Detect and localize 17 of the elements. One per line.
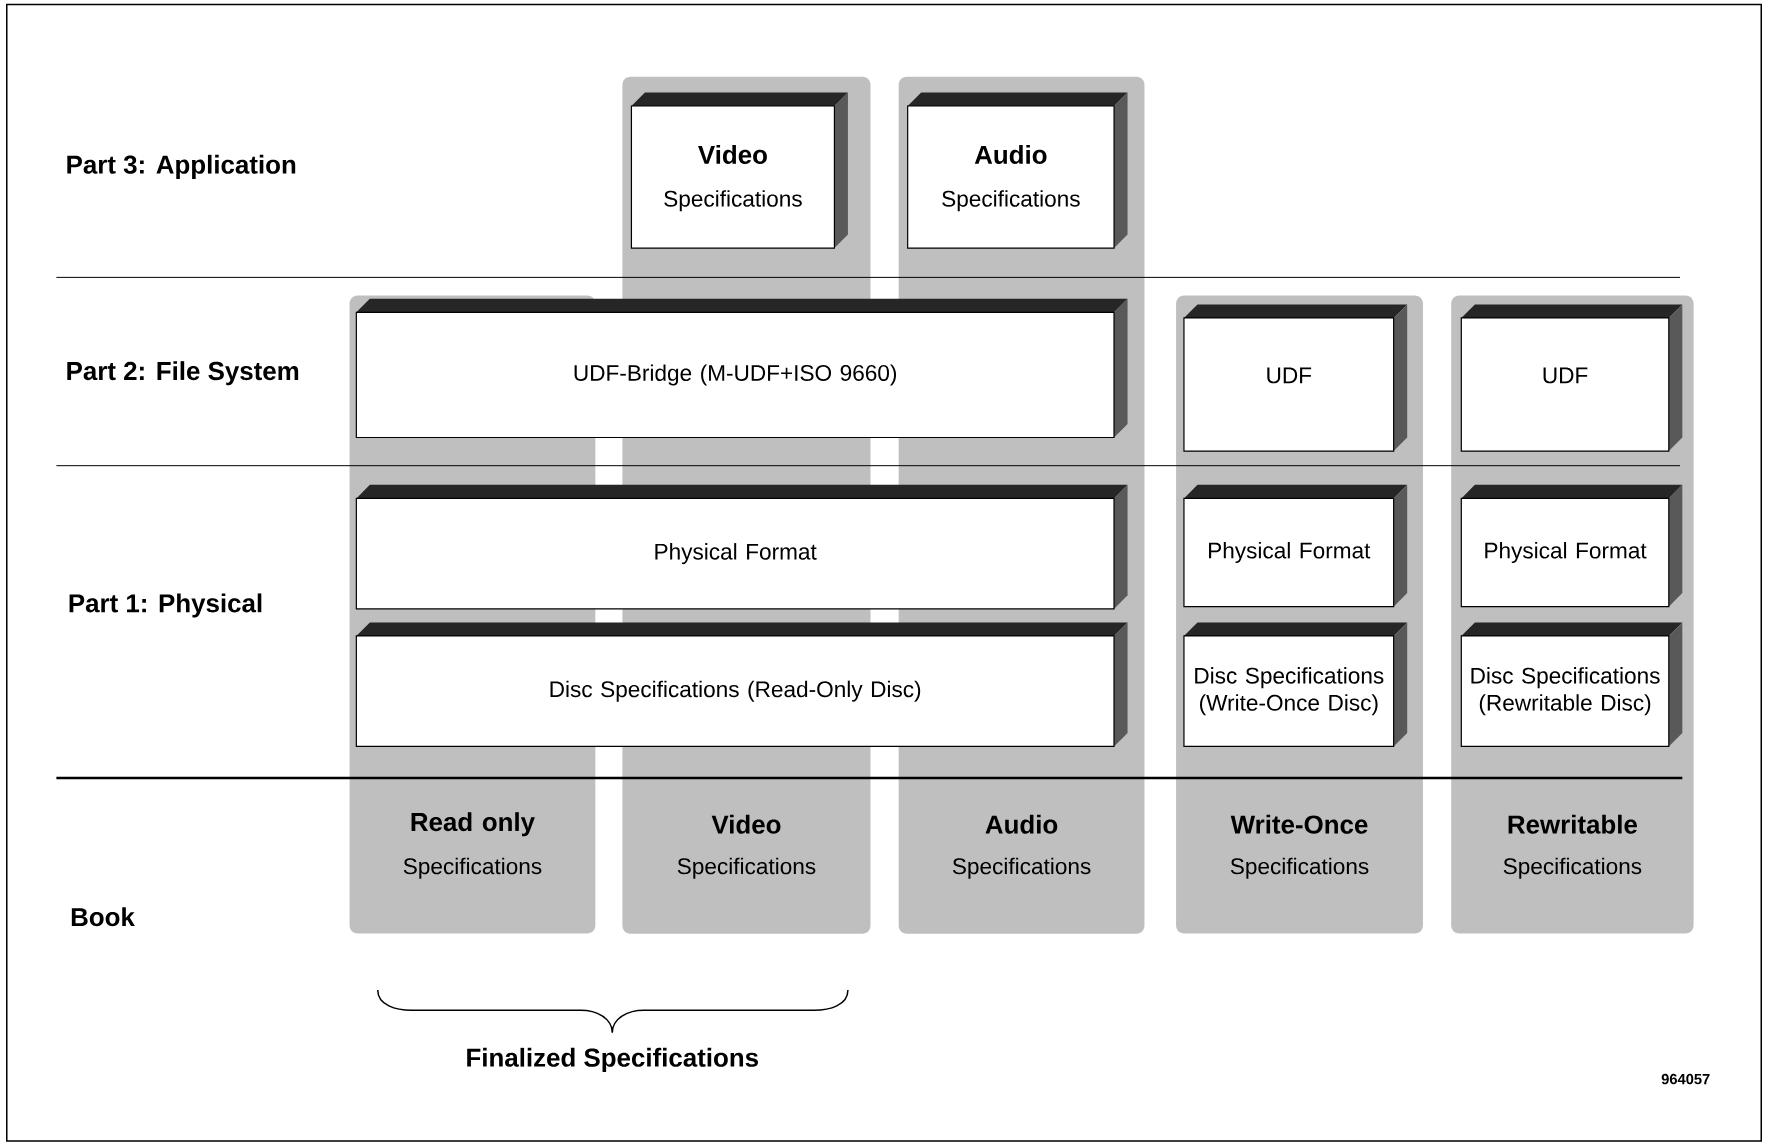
3d-box: UDF-Bridge (M-UDF+ISO 9660) <box>355 298 1128 438</box>
3d-box: Video Specifications <box>630 92 848 249</box>
3d-box: UDF <box>1460 304 1683 452</box>
3d-box: Physical Format <box>1183 484 1408 607</box>
3d-box: Physical Format <box>355 484 1128 610</box>
figure-number: 964057 <box>1661 1073 1710 1085</box>
3d-box: Physical Format <box>1460 484 1683 607</box>
row-label: Part 3: Application <box>67 154 296 179</box>
3d-box: Disc Specifications (Rewritable Disc) <box>1460 622 1683 747</box>
3d-box: Disc Specifications (Write-Once Disc) <box>1183 622 1408 747</box>
3d-box: Disc Specifications (Read-Only Disc) <box>355 622 1128 747</box>
3d-box: Audio Specifications <box>907 92 1128 249</box>
3d-box: UDF <box>1183 304 1408 452</box>
row-label: Part 2: File System <box>67 360 299 386</box>
row-label: Book <box>71 907 135 926</box>
brace-label: Finalized Specifications <box>467 1047 758 1072</box>
row-label: Part 1: Physical <box>69 593 262 618</box>
